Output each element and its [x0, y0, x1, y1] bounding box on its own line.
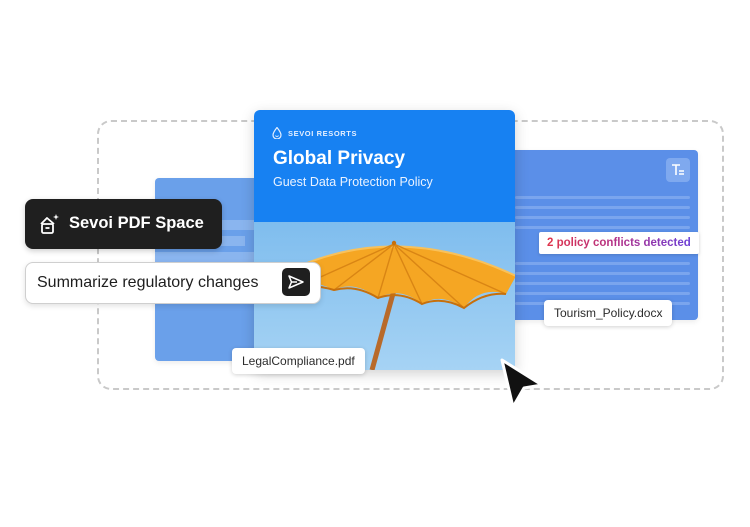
text-format-icon: [666, 158, 690, 182]
file-label-tourism-policy: Tourism_Policy.docx: [544, 300, 673, 326]
card-title: Global Privacy: [273, 148, 406, 169]
card-header: SEVOI RESORTS Global Privacy Guest Data …: [254, 110, 515, 222]
prompt-text: Summarize regulatory changes: [37, 274, 259, 291]
pdf-space-label: Sevoi PDF Space: [69, 214, 204, 232]
card-subtitle: Guest Data Protection Policy: [273, 175, 433, 189]
brand-name: SEVOI RESORTS: [288, 128, 358, 138]
pdf-space-button[interactable]: Sevoi PDF Space: [25, 199, 222, 249]
send-icon: [288, 275, 304, 289]
water-drop-icon: [272, 127, 282, 139]
brand: SEVOI RESORTS: [272, 127, 357, 139]
document-card-global-privacy[interactable]: SEVOI RESORTS Global Privacy Guest Data …: [254, 110, 515, 370]
prompt-input[interactable]: Summarize regulatory changes: [25, 262, 321, 304]
conflict-badge-text: 2 policy conflicts detected: [547, 237, 691, 249]
send-button[interactable]: [282, 268, 310, 296]
ai-document-icon: [40, 214, 59, 234]
conflict-badge: 2 policy conflicts detected: [539, 232, 699, 254]
arrow-cursor-icon: [500, 358, 544, 409]
file-label-legal-compliance: LegalCompliance.pdf: [232, 348, 365, 374]
